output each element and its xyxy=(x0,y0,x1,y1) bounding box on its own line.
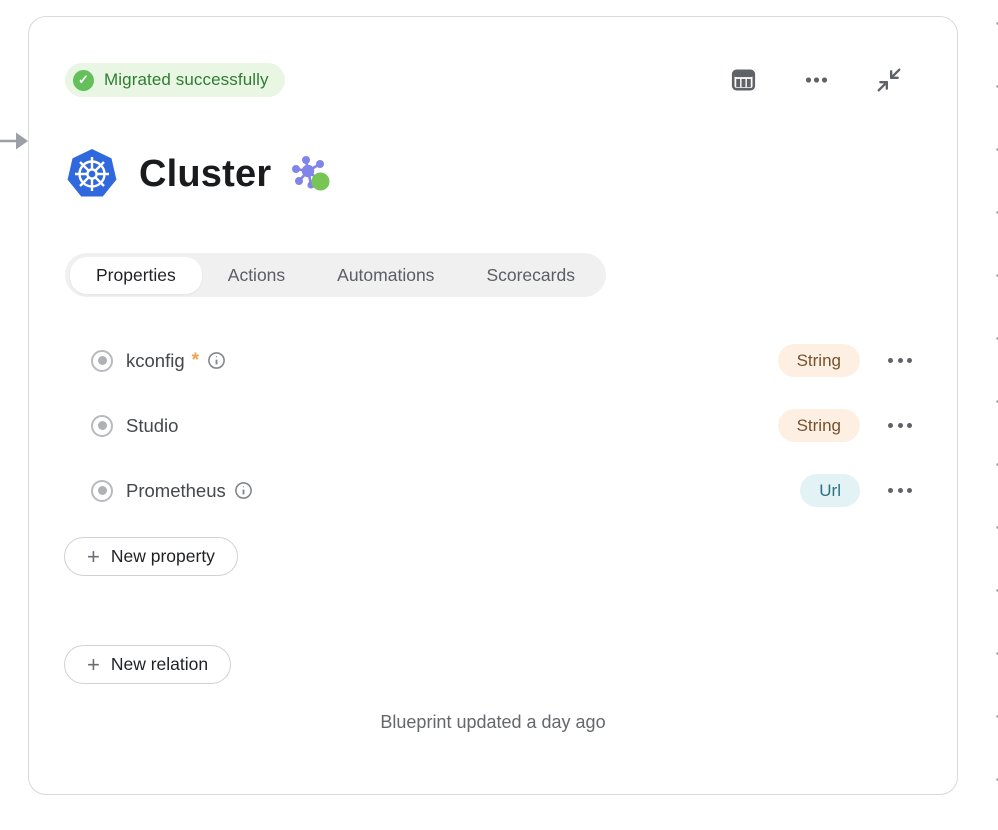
status-badge-label: Migrated successfully xyxy=(104,70,269,89)
property-type-icon xyxy=(91,479,113,502)
property-type-badge: Url xyxy=(800,474,860,507)
property-row-kconfig: kconfig * String xyxy=(29,328,957,393)
check-circle-icon: ✓ xyxy=(73,69,94,91)
info-icon[interactable] xyxy=(207,351,226,370)
required-asterisk: * xyxy=(191,349,200,371)
status-badge: ✓ Migrated successfully xyxy=(65,63,285,97)
graph-icon[interactable] xyxy=(291,154,331,194)
new-relation-label: New relation xyxy=(110,654,209,674)
relation-edge-arrow xyxy=(0,132,28,150)
plus-icon: + xyxy=(87,543,100,569)
property-type-icon xyxy=(91,414,113,437)
collapse-button[interactable] xyxy=(876,67,902,93)
new-relation-button[interactable]: + New relation xyxy=(64,645,232,684)
card-top-bar: ✓ Migrated successfully xyxy=(65,63,902,97)
collapse-icon xyxy=(877,68,901,92)
kubernetes-logo xyxy=(67,149,117,197)
property-name: Studio xyxy=(126,414,179,436)
blueprint-tabs: Properties Actions Automations Scorecard… xyxy=(65,253,606,297)
blueprint-header: Cluster xyxy=(65,147,957,201)
new-property-button[interactable]: + New property xyxy=(64,537,238,576)
tab-automations[interactable]: Automations xyxy=(311,257,460,294)
property-menu-button[interactable] xyxy=(888,423,912,428)
info-icon[interactable] xyxy=(234,481,253,500)
tab-actions[interactable]: Actions xyxy=(202,257,311,294)
property-name: kconfig xyxy=(126,349,185,371)
page-title: Cluster xyxy=(139,152,272,195)
property-type-badge: String xyxy=(777,409,860,442)
properties-list: kconfig * String Studio String xyxy=(29,328,957,523)
table-columns-icon xyxy=(731,69,756,91)
more-options-icon xyxy=(888,488,912,493)
property-name: Prometheus xyxy=(126,479,226,501)
plus-icon: + xyxy=(87,651,100,677)
card-toolbar xyxy=(730,67,902,93)
more-options-icon xyxy=(888,358,912,363)
blueprint-card: ✓ Migrated successfully xyxy=(28,16,958,795)
tab-scorecards[interactable]: Scorecards xyxy=(460,257,601,294)
more-options-icon xyxy=(805,77,828,83)
property-row-studio: Studio String xyxy=(29,393,957,458)
tab-properties[interactable]: Properties xyxy=(70,256,202,294)
property-row-prometheus: Prometheus Url xyxy=(29,458,957,523)
table-columns-button[interactable] xyxy=(730,67,757,93)
property-menu-button[interactable] xyxy=(888,488,912,493)
property-type-badge: String xyxy=(777,344,860,377)
more-options-icon xyxy=(888,423,912,428)
property-type-icon xyxy=(91,349,113,372)
new-property-label: New property xyxy=(110,546,215,566)
more-options-button[interactable] xyxy=(803,67,830,93)
blueprint-updated-status: Blueprint updated a day ago xyxy=(380,712,606,732)
property-menu-button[interactable] xyxy=(888,358,912,363)
